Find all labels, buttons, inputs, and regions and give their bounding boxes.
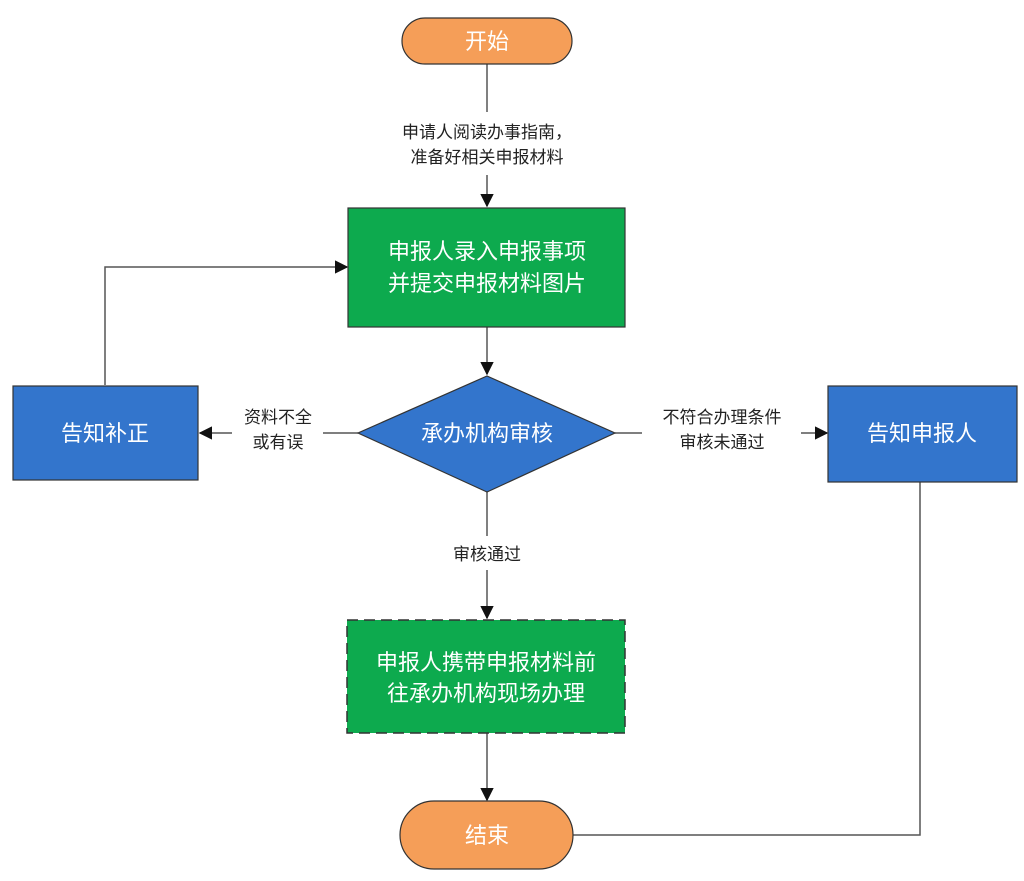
onsite-process-shape: [346, 619, 626, 734]
edge-label-start-to-submit-line1: 申请人阅读办事指南，: [402, 123, 572, 143]
submit-label-line2: 并提交申报材料图片: [388, 272, 586, 297]
onsite-label-line2: 往承办机构现场办理: [387, 682, 585, 707]
node-onsite: 申报人携带申报材料前 往承办机构现场办理: [346, 619, 626, 734]
notify-label: 告知申报人: [867, 422, 977, 447]
edge-label-start-to-submit-line2: 准备好相关申报材料: [411, 148, 564, 168]
edge-start-to-submit: 申请人阅读办事指南， 准备好相关申报材料: [402, 64, 572, 208]
onsite-label-line1: 申报人携带申报材料前: [376, 651, 596, 676]
edge-label-review-to-supplement-line2: 或有误: [253, 433, 304, 453]
node-start: 开始: [401, 17, 573, 65]
submit-process-shape: [347, 207, 626, 328]
review-label: 承办机构审核: [421, 422, 553, 447]
edge-review-to-onsite: 审核通过: [453, 492, 521, 620]
supplement-label: 告知补正: [61, 422, 149, 447]
edge-label-review-to-onsite: 审核通过: [453, 545, 521, 565]
start-label: 开始: [465, 30, 509, 55]
supplement-process-shape: [12, 385, 199, 481]
edge-label-review-to-notify-line2: 审核未通过: [680, 433, 765, 453]
end-terminal-shape: [399, 800, 574, 870]
edge-notify-to-end: [553, 482, 921, 842]
edge-label-review-to-supplement-line1: 资料不全: [244, 408, 312, 428]
edge-label-review-to-notify-line1: 不符合办理条件: [663, 408, 782, 428]
notify-process-shape: [827, 385, 1018, 483]
edge-supplement-to-submit: [104, 260, 349, 385]
node-end: 结束: [399, 800, 574, 870]
end-label: 结束: [465, 824, 509, 849]
review-decision-shape: [356, 375, 617, 493]
node-supplement: 告知补正: [12, 385, 199, 481]
edges: 申请人阅读办事指南， 准备好相关申报材料 资料不全 或有误 不符合办理条件 审核…: [104, 64, 921, 842]
node-submit: 申报人录入申报事项 并提交申报材料图片: [347, 207, 626, 328]
node-notify: 告知申报人: [827, 385, 1018, 483]
node-review: 承办机构审核: [356, 375, 617, 493]
edge-review-to-supplement: 资料不全 或有误: [198, 408, 358, 453]
submit-label-line1: 申报人录入申报事项: [388, 240, 586, 265]
start-terminal-shape: [401, 17, 573, 65]
edge-review-to-notify: 不符合办理条件 审核未通过: [615, 408, 829, 453]
